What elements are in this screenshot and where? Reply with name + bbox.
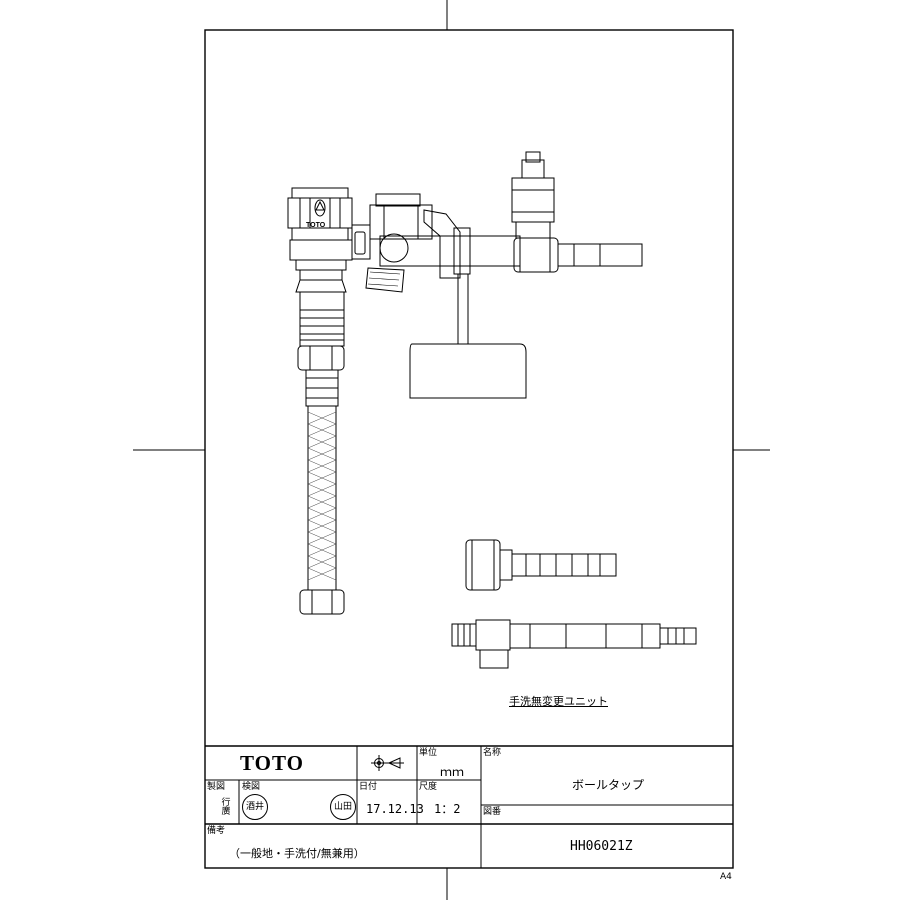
scale-value: 1：2 (434, 802, 461, 816)
label-unit: 単位 (419, 748, 438, 758)
device-brand-label: TOTO (306, 222, 326, 229)
approver-stamp: 山田 (330, 794, 356, 820)
label-date: 日付 (359, 782, 378, 792)
remarks-note: （一般地・手洗付/無兼用） (229, 847, 365, 860)
inspector-stamp: 酒井 (242, 794, 268, 820)
label-drawing-number: 図番 (483, 807, 502, 817)
drawing-number-value: HH06021Z (570, 839, 633, 854)
label-manufacture: 製図 (207, 782, 226, 792)
drawing-frame (204, 29, 734, 869)
label-inspection: 検図 (242, 782, 261, 792)
sub-part-caption: 手洗無変更ユニット (509, 695, 608, 708)
label-scale: 尺度 (419, 782, 438, 792)
unit-value: ｍｍ (440, 765, 465, 779)
ball-tap-assembly (287, 151, 643, 615)
title-block-grid (205, 745, 733, 868)
date-value: 17.12.13 (366, 802, 424, 816)
paper-size: A4 (720, 872, 732, 882)
projection-symbol-icon (371, 755, 404, 771)
product-name: ボールタップ (572, 778, 645, 792)
connector-part-upper (465, 539, 617, 591)
drafter-stamp: 行廣 (219, 797, 230, 815)
label-remarks: 備考 (207, 826, 226, 836)
connector-part-lower (451, 619, 697, 669)
company-logo: TOTO (240, 751, 304, 775)
label-name: 名称 (483, 748, 502, 758)
center-marks (133, 0, 770, 900)
